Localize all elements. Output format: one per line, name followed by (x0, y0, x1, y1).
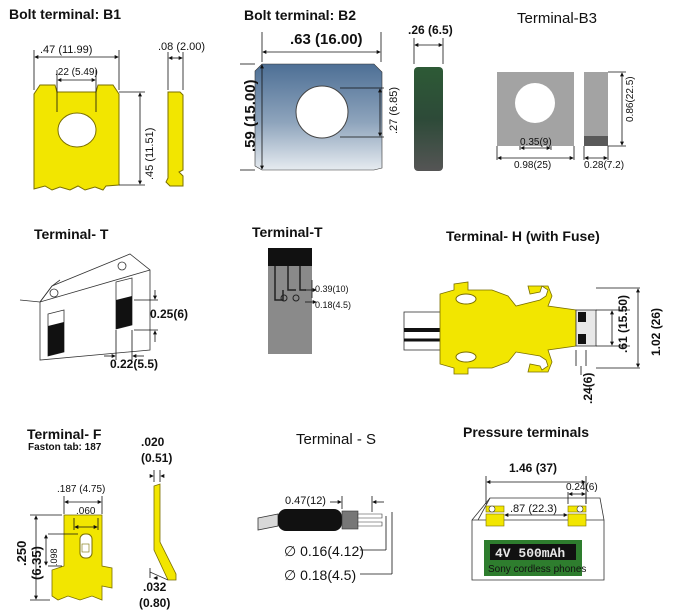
b3-drawing: 0.35(9) 0.98(25) 0.28(7.2) 0.86(22.5) (496, 71, 636, 171)
p-battery-sub: Sony cordless phones (488, 564, 586, 575)
s-length-label: 0.47(12) (285, 495, 326, 507)
b2-title: Bolt terminal: B2 (244, 7, 357, 23)
b2-height-label: .59 (15.00) (242, 79, 259, 152)
b3-title: Terminal-B3 (517, 10, 598, 27)
b1-hole-label: .22 (5.49) (55, 67, 98, 78)
t2-drawing: 0.39(10) 0.18(4.5) (268, 248, 351, 354)
h-c-label: .24(6) (581, 373, 595, 404)
b3-height-label: 0.86(22.5) (625, 76, 636, 122)
f-thick-a: .020 (141, 435, 165, 449)
h-bottom-hole (455, 351, 477, 363)
s-pins (357, 513, 383, 527)
p-battery-label: 4V 500mAh (495, 546, 565, 561)
t2-b-label: 0.18(4.5) (315, 300, 351, 310)
f-side (153, 483, 177, 581)
t1-drawing: 0.25(6) 0.22(5.5) (19, 253, 188, 371)
f-slot-label: .098 (49, 548, 59, 566)
t2-minus-mark (292, 294, 300, 302)
b2-drawing: .63 (16.00) .26 (6.5) .59 (15.00) .27 (6… (240, 23, 453, 171)
b1-title: Bolt terminal: B1 (9, 6, 122, 22)
t1-tab-right (116, 296, 132, 329)
f-thick-b: (0.51) (141, 451, 172, 465)
s-ring (341, 510, 359, 530)
s-d1-label: ∅ 0.16(4.12) (284, 543, 364, 559)
p-b-label: .87 (22.3) (510, 503, 557, 515)
h-a-label: .61 (15.50) (616, 295, 630, 353)
f-height-b: (6.35) (29, 546, 44, 580)
b3-hole-label: 0.35(9) (520, 137, 552, 148)
s-lead (257, 513, 279, 531)
s-drawing: 0.47(12) ∅ 0.16(4.12) ∅ 0.18(4.5) (257, 495, 393, 583)
t2-title: Terminal-T (252, 224, 323, 240)
b2-hole-label: .27 (6.85) (388, 87, 400, 134)
t1-plus-screw (49, 288, 59, 298)
p-width-label: 1.46 (37) (509, 461, 557, 475)
t1-tab-left (48, 322, 64, 356)
t2-plus-mark (280, 294, 288, 302)
h-b-label: 1.02 (26) (649, 308, 663, 356)
b2-hole (295, 85, 349, 139)
h-top-hole (455, 293, 477, 305)
s-title: Terminal - S (296, 431, 377, 448)
b3-thick-label: 0.28(7.2) (584, 160, 624, 171)
b1-thick-label: .08 (2.00) (158, 41, 205, 53)
b2-thick-label: .26 (6.5) (408, 23, 453, 37)
s-d2-label: ∅ 0.18(4.5) (284, 567, 356, 583)
t2-a-label: 0.39(10) (315, 284, 349, 294)
b1-side (165, 91, 184, 187)
b3-hole (515, 83, 555, 123)
t2-cap (268, 248, 312, 266)
b2-side (414, 67, 443, 171)
s-body (278, 509, 342, 531)
p-title: Pressure terminals (463, 424, 590, 440)
p-a-label: 0.24(6) (566, 482, 598, 493)
t1-b-label: 0.22(5.5) (110, 357, 158, 371)
h-title: Terminal- H (with Fuse) (446, 228, 600, 244)
b3-side-base (584, 136, 608, 146)
h-drawing: .61 (15.50) 1.02 (26) .24(6) (403, 281, 663, 404)
f-width-label: .187 (4.75) (57, 484, 105, 495)
t1-minus-screw (117, 261, 127, 271)
f-hole-label: .060 (76, 506, 96, 517)
b1-height-label: .45 (11.51) (144, 128, 156, 180)
f-drawing: .020 (0.51) .187 (4.75) .060 .098 .250 (… (14, 435, 177, 610)
f-base-a: .032 (143, 580, 167, 594)
f-subtitle: Faston tab: 187 (28, 442, 102, 453)
b2-width-label: .63 (16.00) (290, 31, 363, 48)
b1-hole (57, 112, 97, 148)
f-base-b: (0.80) (139, 596, 170, 610)
p-label-dark (490, 544, 576, 560)
b1-drawing: .47 (11.99) .08 (2.00) .22 (5.49) .45 (1… (33, 41, 205, 191)
p-drawing: 4V 500mAh Sony cordless phones 1.46 (37)… (471, 461, 605, 581)
t1-title: Terminal- T (34, 226, 109, 242)
t1-a-label: 0.25(6) (150, 307, 188, 321)
b3-width-label: 0.98(25) (514, 160, 551, 171)
f-title: Terminal- F (27, 426, 102, 442)
f-height-a: .250 (14, 541, 29, 566)
b1-width-label: .47 (11.99) (40, 44, 92, 56)
b3-side (584, 72, 608, 146)
